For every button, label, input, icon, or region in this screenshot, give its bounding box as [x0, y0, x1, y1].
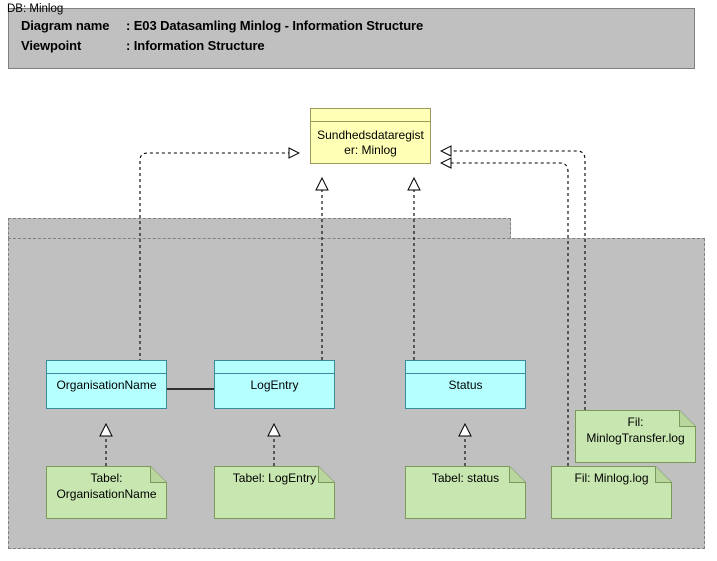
node-organisationname[interactable]: OrganisationName [46, 360, 167, 409]
node-fil-minlogtransfer-log[interactable]: Fil: MinlogTransfer.log [575, 410, 696, 463]
node-title-bar [47, 361, 166, 374]
document-shape-icon [46, 466, 167, 519]
node-title-bar [406, 361, 525, 374]
document-shape-icon [214, 466, 335, 519]
node-title-bar [215, 361, 334, 374]
node-title-bar [311, 109, 430, 122]
viewpoint-label: Viewpoint [21, 38, 82, 53]
node-status[interactable]: Status [405, 360, 526, 409]
viewpoint-value: : Information Structure [126, 38, 265, 53]
node-fil-minlog-log[interactable]: Fil: Minlog.log [551, 466, 672, 519]
node-sundhedsdataregister-minlog[interactable]: Sundhedsdataregister: Minlog [310, 108, 431, 164]
diagram-name-row: Diagram name : E03 Datasamling Minlog - I… [21, 18, 423, 33]
node-label: Status [448, 377, 483, 392]
node-label: OrganisationName [56, 377, 157, 392]
node-tabel-organisationname[interactable]: Tabel: OrganisationName [46, 466, 167, 519]
diagram-name-label: Diagram name [21, 18, 110, 33]
document-shape-icon [405, 466, 526, 519]
group-container-tab [8, 218, 511, 239]
diagram-name-value: : E03 Datasamling Minlog - Information S… [126, 18, 424, 33]
viewpoint-row: Viewpoint : Information Structure [21, 38, 265, 53]
document-shape-icon [551, 466, 672, 519]
node-label: LogEntry [250, 377, 299, 392]
document-shape-icon [575, 410, 696, 463]
node-tabel-logentry[interactable]: Tabel: LogEntry [214, 466, 335, 519]
diagram-title-block: Diagram name : E03 Datasamling Minlog - I… [8, 8, 695, 69]
group-container-label: DB: Minlog [7, 3, 64, 15]
node-label: Sundhedsdataregister: Minlog [317, 127, 424, 157]
node-logentry[interactable]: LogEntry [214, 360, 335, 409]
node-tabel-status[interactable]: Tabel: status [405, 466, 526, 519]
